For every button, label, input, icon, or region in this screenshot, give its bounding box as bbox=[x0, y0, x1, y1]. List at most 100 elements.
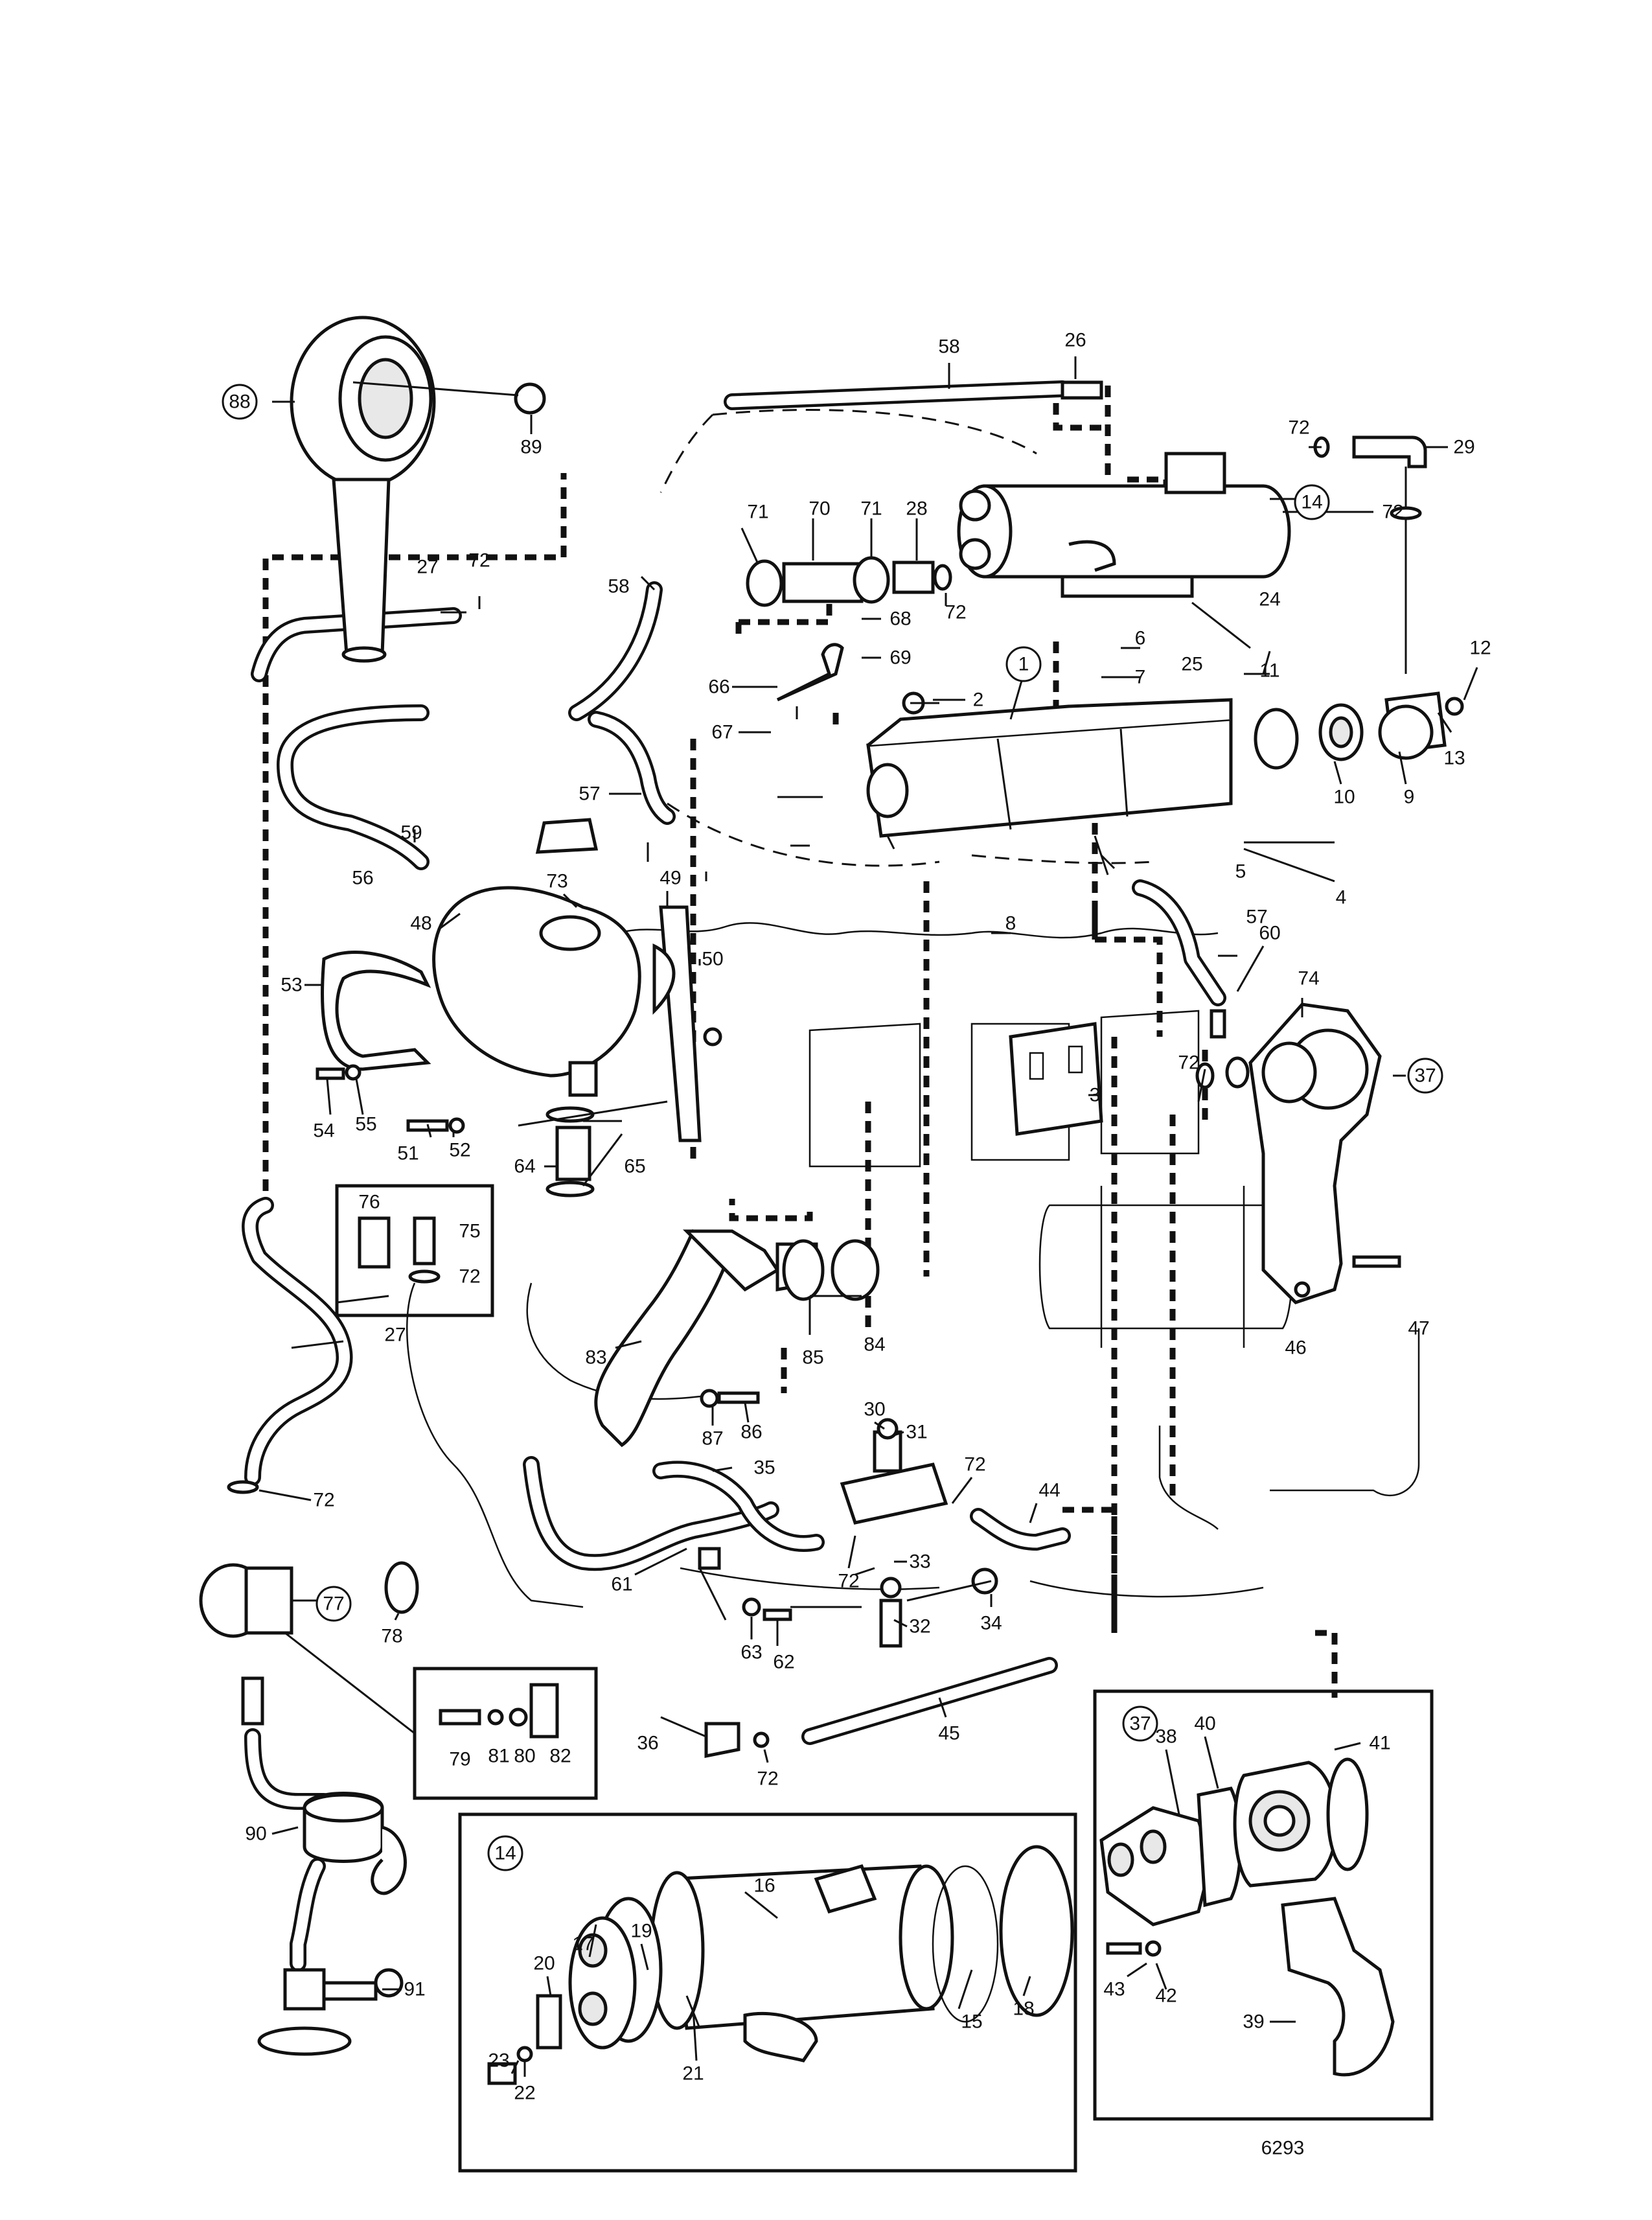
callout-23: 23 bbox=[488, 2050, 509, 2072]
part-90-91 bbox=[257, 1792, 407, 2056]
engine-block-outline bbox=[406, 922, 1420, 1608]
callout-27-top: 27 bbox=[417, 557, 438, 578]
callout-57: 57 bbox=[579, 783, 600, 805]
callout-58-top: 58 bbox=[938, 336, 959, 358]
callout-46: 46 bbox=[1285, 1337, 1306, 1359]
callout-28: 28 bbox=[906, 498, 927, 520]
part-83-exhaust-elbow bbox=[594, 1229, 880, 1448]
callout-90: 90 bbox=[245, 1823, 266, 1845]
callout-72-elbow: 72 bbox=[757, 1768, 778, 1790]
part-37-water-pump bbox=[1195, 1002, 1401, 1304]
callout-66: 66 bbox=[708, 676, 729, 698]
callout-15: 15 bbox=[961, 2011, 982, 2033]
callout-14-box: 14 bbox=[494, 1843, 516, 1864]
callout-79: 79 bbox=[449, 1749, 470, 1770]
callout-52: 52 bbox=[449, 1140, 470, 1161]
callout-34: 34 bbox=[980, 1613, 1002, 1634]
callout-65: 65 bbox=[624, 1156, 645, 1177]
callout-71-left: 71 bbox=[747, 502, 768, 523]
callout-63: 63 bbox=[740, 1642, 762, 1663]
callout-37-circle bbox=[1407, 1058, 1443, 1094]
callout-53: 53 bbox=[281, 975, 302, 996]
detail-box-14 bbox=[458, 1812, 1077, 2173]
callout-14-circle bbox=[1294, 484, 1330, 520]
callout-78: 78 bbox=[381, 1626, 402, 1647]
callout-88: 88 bbox=[229, 391, 250, 413]
part-30-tee bbox=[698, 1418, 998, 1648]
callout-91: 91 bbox=[404, 1979, 425, 2000]
callout-75: 75 bbox=[459, 1221, 480, 1242]
callout-7: 7 bbox=[1135, 667, 1146, 688]
detail-box-79-82 bbox=[284, 1632, 598, 1800]
callout-37-box-circle bbox=[1122, 1705, 1158, 1742]
callout-72-box: 72 bbox=[459, 1266, 480, 1288]
callout-77-circle bbox=[315, 1586, 352, 1622]
callout-71-right: 71 bbox=[860, 498, 882, 520]
callout-72-mid: 72 bbox=[945, 602, 966, 623]
callout-47: 47 bbox=[1408, 1318, 1429, 1339]
callout-74: 74 bbox=[1298, 968, 1319, 989]
callout-86: 86 bbox=[740, 1422, 762, 1443]
callout-6: 6 bbox=[1135, 628, 1146, 649]
callout-13: 13 bbox=[1443, 748, 1465, 769]
callout-24: 24 bbox=[1259, 589, 1280, 610]
callout-14-box-circle bbox=[487, 1835, 523, 1871]
callout-27: 27 bbox=[384, 1324, 406, 1346]
callout-54: 54 bbox=[313, 1120, 334, 1142]
part-36-elbow bbox=[704, 1722, 770, 1759]
part-88-air-filter bbox=[290, 316, 546, 663]
callout-4: 4 bbox=[1336, 887, 1347, 908]
callout-35: 35 bbox=[753, 1457, 775, 1479]
callout-72-tee: 72 bbox=[964, 1454, 985, 1475]
callout-57-right: 57 bbox=[1246, 907, 1267, 928]
detail-box-76-75 bbox=[335, 1184, 494, 1317]
part-26-fitting bbox=[1061, 380, 1103, 400]
detail-box-37 bbox=[1093, 1689, 1434, 2121]
callout-61: 61 bbox=[611, 1574, 632, 1595]
callout-3: 3 bbox=[1090, 1085, 1101, 1106]
callout-87: 87 bbox=[702, 1428, 723, 1450]
callout-14-top: 14 bbox=[1301, 492, 1322, 513]
callout-17: 17 bbox=[572, 1934, 593, 1955]
callout-10: 10 bbox=[1333, 787, 1355, 808]
callout-77: 77 bbox=[323, 1593, 344, 1615]
hoses bbox=[242, 380, 1226, 1972]
callout-1: 1 bbox=[1018, 654, 1029, 675]
drawing-number: 6293 bbox=[1261, 2138, 1305, 2159]
callout-36: 36 bbox=[637, 1733, 658, 1754]
callout-85: 85 bbox=[802, 1347, 823, 1369]
callout-72-hose: 72 bbox=[468, 550, 490, 572]
callout-72-pump: 72 bbox=[1178, 1052, 1199, 1074]
callout-80: 80 bbox=[514, 1746, 535, 1767]
callout-20: 20 bbox=[533, 1953, 555, 1974]
part-77-pump bbox=[199, 1480, 419, 1726]
callout-72-top: 72 bbox=[1288, 417, 1309, 439]
callout-37: 37 bbox=[1414, 1065, 1436, 1087]
callout-1-circle bbox=[1005, 646, 1042, 682]
callout-89: 89 bbox=[520, 437, 542, 458]
callout-88-circle bbox=[222, 384, 258, 420]
callout-39: 39 bbox=[1243, 2011, 1264, 2033]
callout-42: 42 bbox=[1155, 1985, 1176, 2007]
callout-62: 62 bbox=[773, 1652, 794, 1673]
part-64-65-pipe bbox=[545, 1106, 595, 1197]
callout-5: 5 bbox=[1235, 861, 1246, 883]
callout-44: 44 bbox=[1038, 1480, 1060, 1501]
callout-37-box: 37 bbox=[1129, 1713, 1151, 1735]
callout-22: 22 bbox=[514, 2083, 535, 2104]
callout-72-right: 72 bbox=[1382, 502, 1403, 523]
callout-31: 31 bbox=[906, 1422, 927, 1443]
callout-68: 68 bbox=[889, 608, 911, 630]
callout-73: 73 bbox=[546, 871, 568, 892]
part-48-expansion-tank bbox=[321, 818, 702, 1142]
callout-30: 30 bbox=[864, 1399, 885, 1420]
routing-lines bbox=[262, 382, 1338, 1698]
callout-21: 21 bbox=[682, 2063, 704, 2085]
callout-84: 84 bbox=[864, 1334, 885, 1356]
callout-32: 32 bbox=[909, 1616, 930, 1637]
callout-49: 49 bbox=[660, 868, 681, 889]
callout-16: 16 bbox=[753, 1875, 775, 1897]
callout-43: 43 bbox=[1103, 1979, 1125, 2000]
callout-55: 55 bbox=[355, 1114, 376, 1135]
